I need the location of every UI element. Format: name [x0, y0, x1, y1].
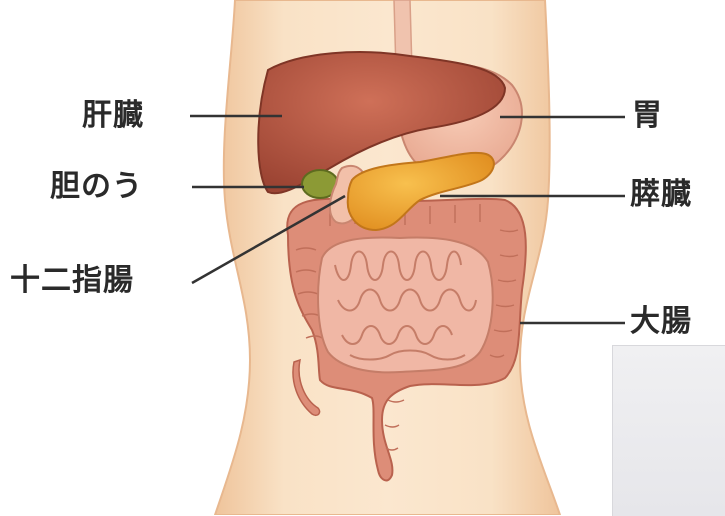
overlay-panel: [612, 345, 725, 516]
label-large-intestine: 大腸: [630, 304, 692, 340]
label-stomach: 胃: [632, 98, 663, 134]
label-duodenum: 十二指腸: [10, 263, 134, 299]
label-gallbladder: 胆のう: [50, 169, 143, 205]
small-intestine-shape: [318, 238, 493, 373]
label-liver: 肝臓: [82, 98, 144, 134]
label-pancreas: 膵臓: [630, 177, 692, 213]
